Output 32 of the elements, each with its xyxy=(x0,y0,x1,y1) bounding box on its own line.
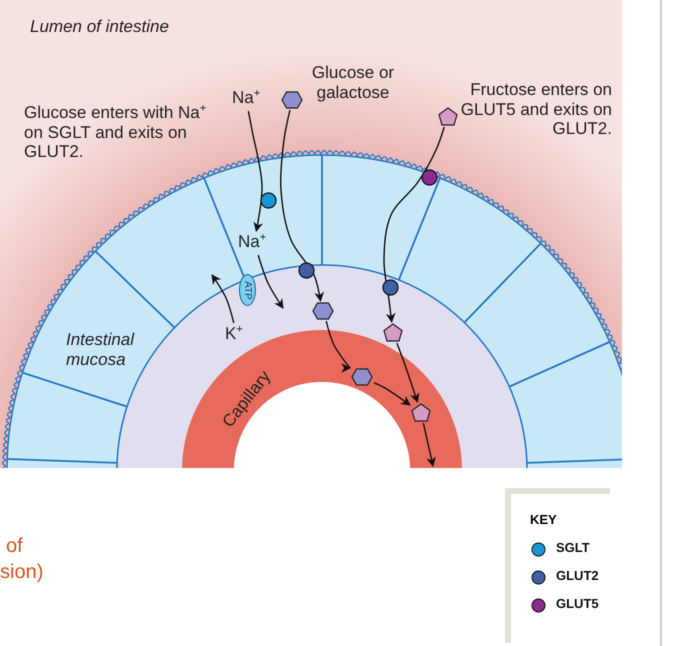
cut-off-text: of xyxy=(6,535,24,558)
molecule-caption: Glucose or galactose xyxy=(310,63,396,102)
transporter-circle xyxy=(421,169,438,186)
cut-off-text: sion) xyxy=(0,561,44,584)
arrow xyxy=(248,110,263,232)
arrow xyxy=(374,382,411,406)
hexagon-molecule-icon xyxy=(312,302,334,320)
pentagon-molecule-icon xyxy=(411,403,431,422)
region-label: Lumen of intestine xyxy=(30,17,170,37)
hexagon-molecule-icon xyxy=(281,91,303,109)
arrow xyxy=(422,422,436,467)
arrow xyxy=(396,342,420,403)
ion-label: Na$^{+}$ xyxy=(232,88,260,110)
arrow xyxy=(280,110,324,302)
ion-label: Na$^{+}$ xyxy=(238,232,270,254)
arrow xyxy=(383,126,445,323)
transporter-circle xyxy=(298,262,315,279)
legend-title: KEY xyxy=(530,513,558,528)
hexagon-molecule-icon xyxy=(351,368,373,386)
arrow xyxy=(258,254,284,309)
pentagon-molecule-icon xyxy=(438,107,458,126)
ion-label: K$^{+}$ xyxy=(225,324,250,346)
transporter-circle xyxy=(260,192,277,209)
legend-label: SGLT xyxy=(556,541,590,556)
legend-label: GLUT5 xyxy=(556,597,599,612)
region-label: Intestinal mucosa xyxy=(66,330,136,370)
pentagon-molecule-icon xyxy=(383,323,403,342)
arrow xyxy=(211,274,234,324)
annotation-text: Fructose enters on GLUT5 and exits on GLUT2. xyxy=(460,80,612,139)
legend-label: GLUT2 xyxy=(556,569,599,584)
annotation-text: Glucose enters with Na$^{+}$ on SGLT and exits on GLUT2. xyxy=(24,103,208,162)
transporter-circle xyxy=(382,279,399,296)
